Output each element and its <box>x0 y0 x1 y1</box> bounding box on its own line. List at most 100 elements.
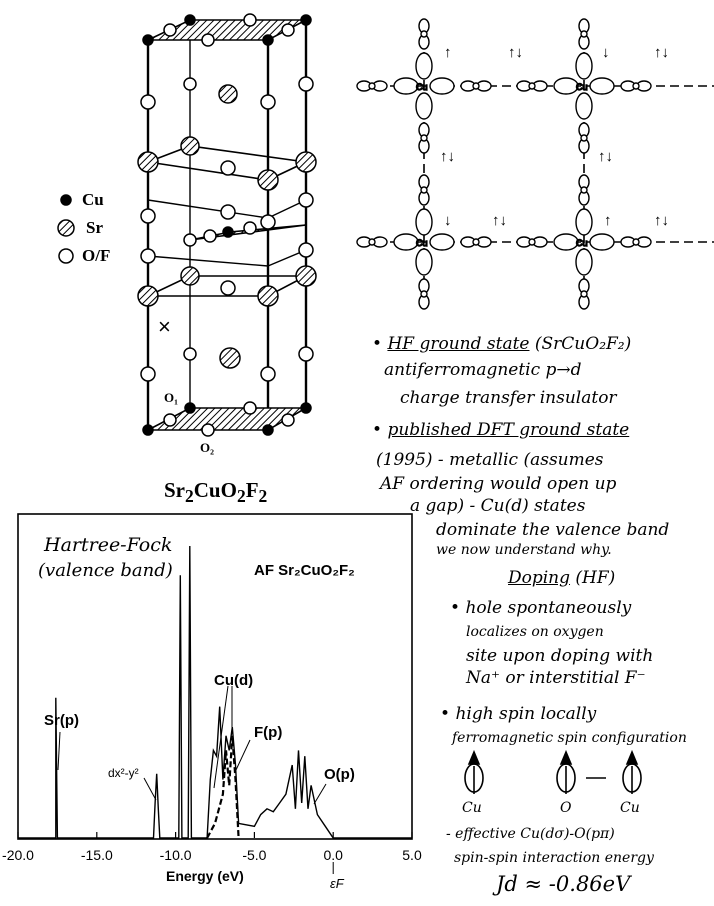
d-lobe <box>415 248 433 276</box>
chain-label-cu-2: Cu <box>620 800 640 816</box>
cu-atom-label: Cu <box>416 82 428 92</box>
cu-atom <box>300 14 312 26</box>
o-atom <box>220 160 236 176</box>
spin-line-1-text: high spin locally <box>455 704 597 724</box>
o-atom <box>243 401 257 415</box>
o-site <box>632 82 640 90</box>
doping-heading: Doping (HF) <box>508 568 615 588</box>
o-atom <box>260 214 276 230</box>
o1-site-label: O₁ <box>164 390 179 405</box>
o-atom <box>298 346 314 362</box>
spin-label: ↑↓ <box>654 212 669 229</box>
dft-note-heading: • published DFT ground state <box>372 420 630 440</box>
o-site <box>420 30 428 38</box>
d-lobe <box>415 52 433 80</box>
o-atom <box>140 366 156 382</box>
x-tick-label: -20.0 <box>2 847 34 863</box>
chain-label-cu-1: Cu <box>462 800 482 816</box>
o-atom <box>243 13 257 27</box>
x-tick-label: -5.0 <box>242 847 266 863</box>
chart-frame <box>17 513 413 840</box>
o-site <box>580 290 588 298</box>
o-atom <box>201 33 215 47</box>
interstitial-site-marker: × <box>158 314 171 339</box>
o-atom <box>243 221 257 235</box>
o-site <box>420 186 428 194</box>
hole-line-1: • hole spontaneously <box>450 598 632 618</box>
peak-label-fp: F(p) <box>254 724 283 741</box>
sr-atom <box>257 285 279 307</box>
hf-formula: (SrCuO₂F₂) <box>534 334 632 354</box>
peak-label-pointers <box>57 685 327 805</box>
peak-label-op: O(p) <box>324 766 355 783</box>
o-site <box>420 134 428 142</box>
o-site <box>472 238 480 246</box>
o-atom <box>281 23 295 37</box>
dft-line-5: we now understand why. <box>436 542 612 558</box>
o-atom <box>163 413 177 427</box>
x-axis-label: Energy (eV) <box>166 868 244 884</box>
legend-o-symbol <box>58 248 74 264</box>
o-atom <box>163 23 177 37</box>
chart-annotation-hf: Hartree-Fock <box>44 534 173 556</box>
doping-hf: (HF) <box>575 568 616 588</box>
chart-annotation-vb: (valence band) <box>38 560 173 581</box>
spin-chain <box>464 749 642 794</box>
spin-label: ↑↓ <box>492 212 507 229</box>
x-tick-label: -10.0 <box>160 847 192 863</box>
d-lobe <box>553 77 579 95</box>
hole-line-3: site upon doping with <box>466 646 654 666</box>
formula-part: CuO <box>193 478 237 502</box>
dft-line-4: dominate the valence band <box>436 520 670 540</box>
d-lobe <box>575 92 593 120</box>
o-atom <box>220 204 236 220</box>
spin-line-2: ferromagnetic spin configuration <box>452 730 687 746</box>
o-site <box>580 30 588 38</box>
d-lobe <box>575 248 593 276</box>
spin-label: ↑↓ <box>654 44 669 61</box>
o2-site-label: O₂ <box>200 440 215 455</box>
cu-atom <box>262 34 274 46</box>
o-atom <box>220 280 236 296</box>
hole-line-1-text: hole spontaneously <box>465 598 632 618</box>
d-lobe <box>589 233 615 251</box>
cu-atom <box>300 402 312 414</box>
peak-label-dx2y2: dx²-y² <box>108 766 139 780</box>
o-atom <box>183 233 197 247</box>
fermi-level-label: εF <box>330 876 344 891</box>
o-atom <box>298 192 314 208</box>
hole-line-4: Na⁺ or interstitial F⁻ <box>466 668 646 688</box>
o-atom <box>281 413 295 427</box>
dft-line-2: AF ordering would open up <box>380 474 617 494</box>
cu-atom <box>142 424 154 436</box>
orbital-diagram <box>362 24 714 296</box>
dft-title: published DFT ground state <box>387 420 630 440</box>
o-atom <box>260 94 276 110</box>
sr-atom <box>180 266 200 286</box>
hole-line-2: localizes on oxygen <box>466 624 604 640</box>
o-atom <box>140 94 156 110</box>
sr-atom <box>218 84 238 104</box>
sr-atom <box>295 265 317 287</box>
spin-label: ↑↓ <box>508 44 523 61</box>
o-atom <box>298 76 314 92</box>
cu-atom <box>262 424 274 436</box>
cu-atom-label: Cu <box>576 238 588 248</box>
dos-fp-curve <box>206 735 240 839</box>
chart-title: AF Sr₂CuO₂F₂ <box>254 562 355 579</box>
o-site <box>420 290 428 298</box>
formula-sub: 2 <box>236 486 246 507</box>
cu-orbital: Cu <box>516 18 652 154</box>
spin-label: ↑↓ <box>440 148 455 165</box>
d-lobe <box>589 77 615 95</box>
o-site <box>528 82 536 90</box>
hf-line-1: antiferromagnetic p→d <box>384 360 582 380</box>
formula-sub: 2 <box>185 486 194 507</box>
d-lobe <box>575 52 593 80</box>
jd-value: Jd ≈ -0.86eV <box>496 872 631 896</box>
spin-line-1: • high spin locally <box>440 704 597 724</box>
spin-label: ↑ <box>444 44 452 61</box>
x-tick-label: -15.0 <box>81 847 113 863</box>
